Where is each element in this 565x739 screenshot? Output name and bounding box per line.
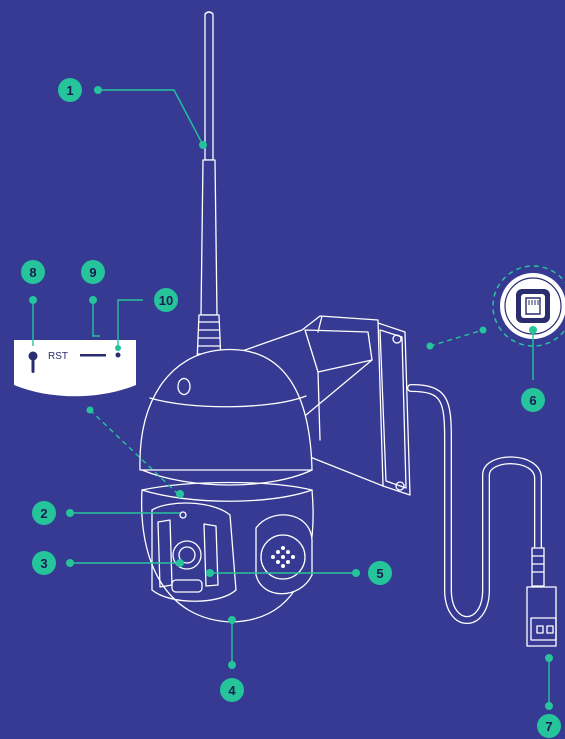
antenna [197,12,221,362]
camera-head [142,483,313,623]
power-cable-fill [411,388,538,620]
callout-8-badge: 8 [21,260,45,284]
ethernet-port-closeup [493,266,565,346]
callout-5-number: 5 [376,566,383,581]
reset-panel-label: RST [48,351,68,362]
callout-7-number: 7 [545,719,552,734]
callout-3-badge: 3 [32,551,56,575]
callout-1-badge: 1 [58,78,82,102]
leader-1 [98,90,203,145]
callout-3-number: 3 [40,556,47,571]
callout-9-number: 9 [89,265,96,280]
callout-1-number: 1 [66,83,73,98]
callout-4-number: 4 [228,683,236,698]
callout-7-badge: 7 [537,714,561,738]
callout-6-badge: 6 [521,388,545,412]
camera-illustration [140,12,556,646]
power-cable [411,388,538,620]
callout-2-number: 2 [40,506,47,521]
callout-8-number: 8 [29,265,36,280]
callout-2-badge: 2 [32,501,56,525]
usb-plug [527,548,556,646]
callout-9-badge: 9 [81,260,105,284]
callout-6-number: 6 [529,393,536,408]
callout-5-badge: 5 [368,561,392,585]
leader-port [430,330,483,346]
leader-9 [93,300,100,336]
callout-10-number: 10 [159,293,173,308]
callout-4-badge: 4 [220,678,244,702]
callout-10-badge: 10 [154,288,178,312]
